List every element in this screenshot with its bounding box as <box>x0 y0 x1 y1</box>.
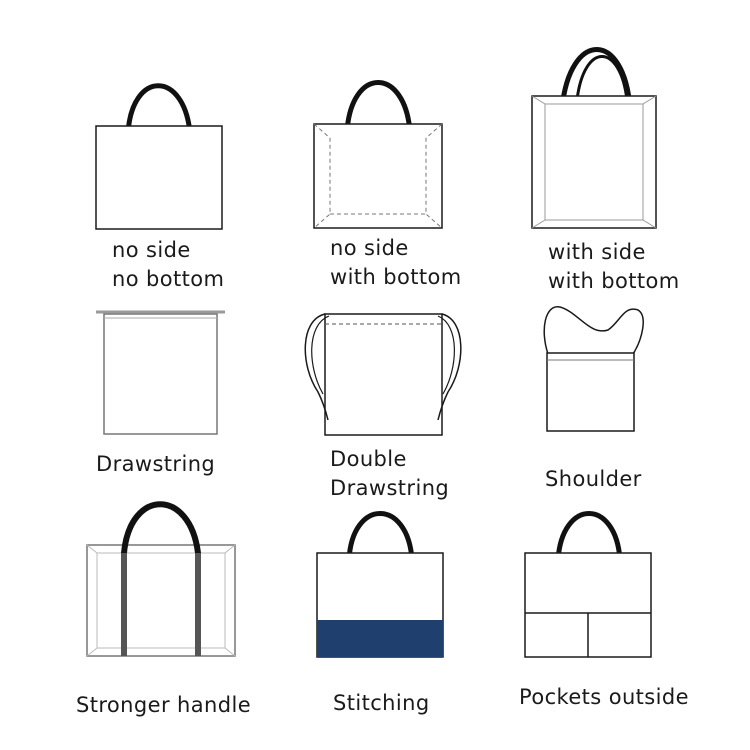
label-line: Pockets outside <box>519 685 689 709</box>
bag-drawstring <box>96 310 225 435</box>
label-line: no side <box>330 236 409 260</box>
stitched-color-band <box>317 620 443 657</box>
label-line: Drawstring <box>96 452 216 476</box>
label-line: no bottom <box>112 267 225 291</box>
bag-double-drawstring <box>304 313 462 436</box>
right-cord <box>437 313 462 421</box>
bag-body <box>86 544 236 657</box>
label-line: Shoulder <box>545 467 642 491</box>
bag-handle <box>346 511 415 563</box>
label-line: with side <box>548 240 646 264</box>
bag-body <box>324 313 443 436</box>
bag-handle <box>125 83 193 136</box>
bag-body <box>103 313 218 435</box>
bag-pockets-outside <box>524 511 652 658</box>
label-stitching: Stitching <box>333 689 430 718</box>
label-double-drawstring: Double Drawstring <box>330 445 449 503</box>
bag-body <box>313 123 443 229</box>
label-drawstring: Drawstring <box>96 450 215 479</box>
label-line: with bottom <box>548 269 680 293</box>
bag-body <box>546 352 635 432</box>
side-gusset-lines <box>531 95 657 229</box>
bottom-gusset-fold <box>313 123 443 229</box>
reinforcing-strap-right <box>195 553 201 656</box>
bag-handle <box>344 80 413 135</box>
bag-handle <box>121 501 201 556</box>
right-cord-inner <box>437 315 455 395</box>
label-stronger-handle: Stronger handle <box>76 691 251 720</box>
label-with-side-with-bottom: with side with bottom <box>548 238 680 296</box>
bag-no-side-no-bottom <box>95 83 223 230</box>
label-line: Stitching <box>333 691 430 715</box>
label-pockets-outside: Pockets outside <box>519 683 689 712</box>
label-line: with bottom <box>330 265 462 289</box>
bag-no-side-with-bottom <box>313 80 443 229</box>
label-line: no side <box>112 238 191 262</box>
bag-shoulder <box>543 306 644 432</box>
label-no-side-with-bottom: no side with bottom <box>330 234 462 292</box>
left-cord <box>304 313 329 421</box>
outside-pockets <box>525 612 651 657</box>
reinforcing-strap-left <box>121 553 127 656</box>
bag-body <box>531 95 657 229</box>
label-line: Stronger handle <box>76 693 252 717</box>
bag-handle <box>555 511 623 563</box>
left-cord-inner <box>311 315 330 395</box>
label-no-side-no-bottom: no side no bottom <box>112 236 224 294</box>
bag-stronger-handle <box>86 501 236 657</box>
bag-with-side-with-bottom <box>531 47 657 229</box>
shoulder-strap <box>543 306 644 355</box>
label-shoulder: Shoulder <box>545 465 642 494</box>
side-gusset-lines <box>86 544 236 657</box>
bag-handle-back <box>575 55 629 102</box>
bag-body <box>95 125 223 230</box>
label-line: Double <box>330 447 407 471</box>
label-line: Drawstring <box>330 476 450 500</box>
bag-handle <box>559 47 633 111</box>
bag-stitching <box>316 511 444 658</box>
